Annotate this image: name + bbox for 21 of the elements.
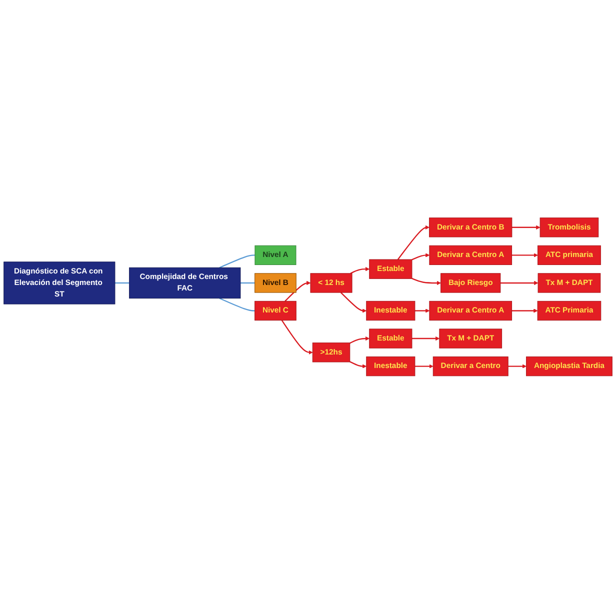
arrow: [508, 364, 526, 368]
arrow: [397, 224, 430, 260]
arrow: [512, 224, 540, 230]
connector: [114, 282, 130, 284]
arrow: [340, 292, 367, 312]
connector: [219, 297, 255, 311]
arrow: [414, 308, 430, 312]
arrow: [284, 280, 311, 302]
arrow: [412, 278, 441, 285]
arrow: [350, 336, 370, 344]
arrow: [281, 320, 313, 354]
arrow: [412, 252, 430, 260]
arrow: [350, 360, 367, 368]
arrow: [500, 280, 538, 285]
arrow: [414, 364, 434, 368]
connector: [240, 282, 255, 284]
arrow: [350, 266, 370, 274]
arrow: [412, 336, 440, 340]
arrow: [512, 252, 538, 257]
arrow: [512, 308, 538, 312]
connector: [219, 254, 255, 268]
